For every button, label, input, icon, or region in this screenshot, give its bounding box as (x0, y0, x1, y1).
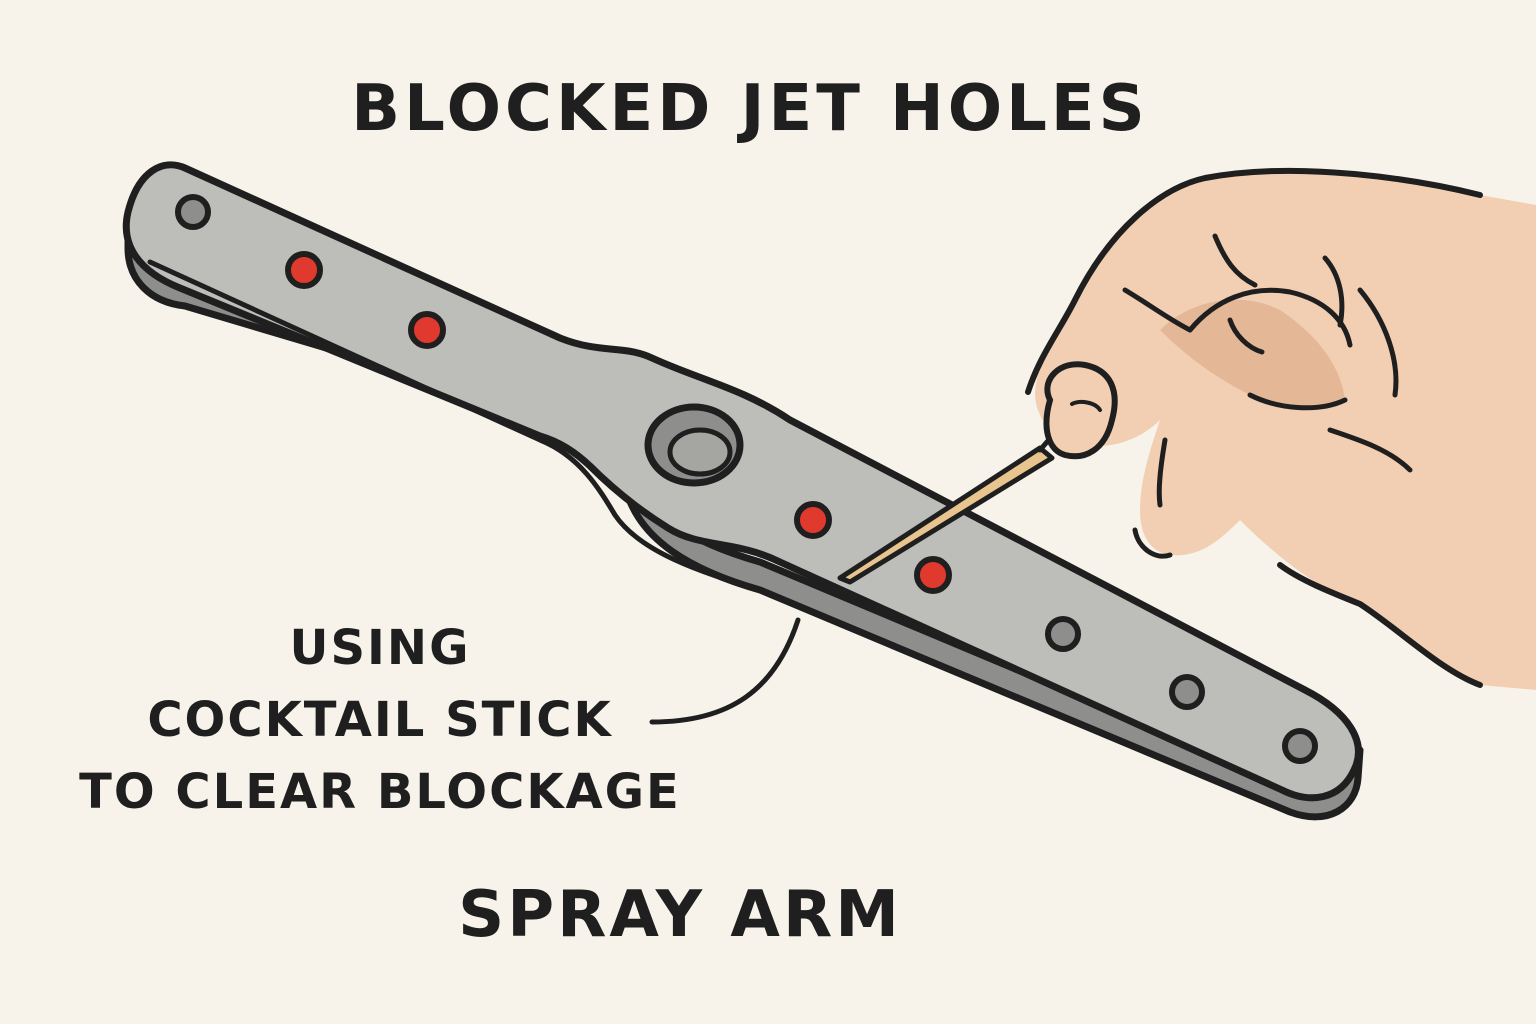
hand-holding-stick-icon (1025, 167, 1536, 691)
open-jet-hole (1169, 674, 1205, 710)
blocked-jet-hole (285, 251, 323, 289)
part-label: SPRAY ARM (458, 878, 902, 952)
callout-line: COCKTAIL STICK (147, 692, 613, 748)
callout-leader-line (649, 617, 801, 725)
callout-label: USING COCKTAIL STICK TO CLEAR BLOCKAGE (40, 612, 720, 828)
open-jet-hole (175, 194, 211, 230)
callout-line: USING (289, 620, 471, 676)
callout-line: TO CLEAR BLOCKAGE (79, 764, 681, 820)
open-jet-hole (1045, 616, 1081, 652)
blocked-jet-hole (408, 311, 446, 349)
hub-inner (667, 427, 733, 477)
diagram-title: BLOCKED JET HOLES (351, 72, 1149, 146)
blocked-jet-hole (794, 501, 832, 539)
open-jet-hole (1282, 728, 1318, 764)
blocked-jet-hole (914, 556, 952, 594)
spray-arm-edge-line (147, 259, 1293, 815)
